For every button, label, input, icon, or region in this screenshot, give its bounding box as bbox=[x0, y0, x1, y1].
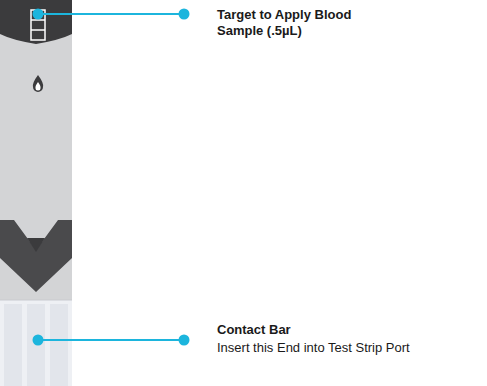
contact-bar bbox=[0, 300, 72, 386]
strip-top bbox=[0, 0, 72, 44]
leader-line bbox=[38, 339, 184, 341]
callout-text: Insert this End into Test Strip Port bbox=[217, 340, 482, 356]
contact-stripe bbox=[27, 304, 45, 386]
chevron-band bbox=[0, 220, 72, 292]
target-line bbox=[31, 29, 45, 31]
leader-dot bbox=[179, 335, 190, 346]
drop-icon-inner bbox=[35, 82, 40, 91]
leader-line bbox=[38, 13, 184, 15]
chevron-triangle bbox=[27, 238, 45, 252]
leader-dot bbox=[179, 9, 190, 20]
callout-title: Target to Apply Blood Sample (.5µL) bbox=[217, 7, 395, 39]
contact-stripe bbox=[4, 304, 22, 386]
leader-dot bbox=[33, 335, 44, 346]
contact-edge bbox=[0, 300, 72, 301]
drop-icon bbox=[33, 75, 43, 92]
leader-dot bbox=[33, 9, 44, 20]
callout-title: Contact Bar bbox=[217, 322, 477, 338]
contact-stripe bbox=[50, 304, 68, 386]
strip-body bbox=[0, 0, 72, 300]
